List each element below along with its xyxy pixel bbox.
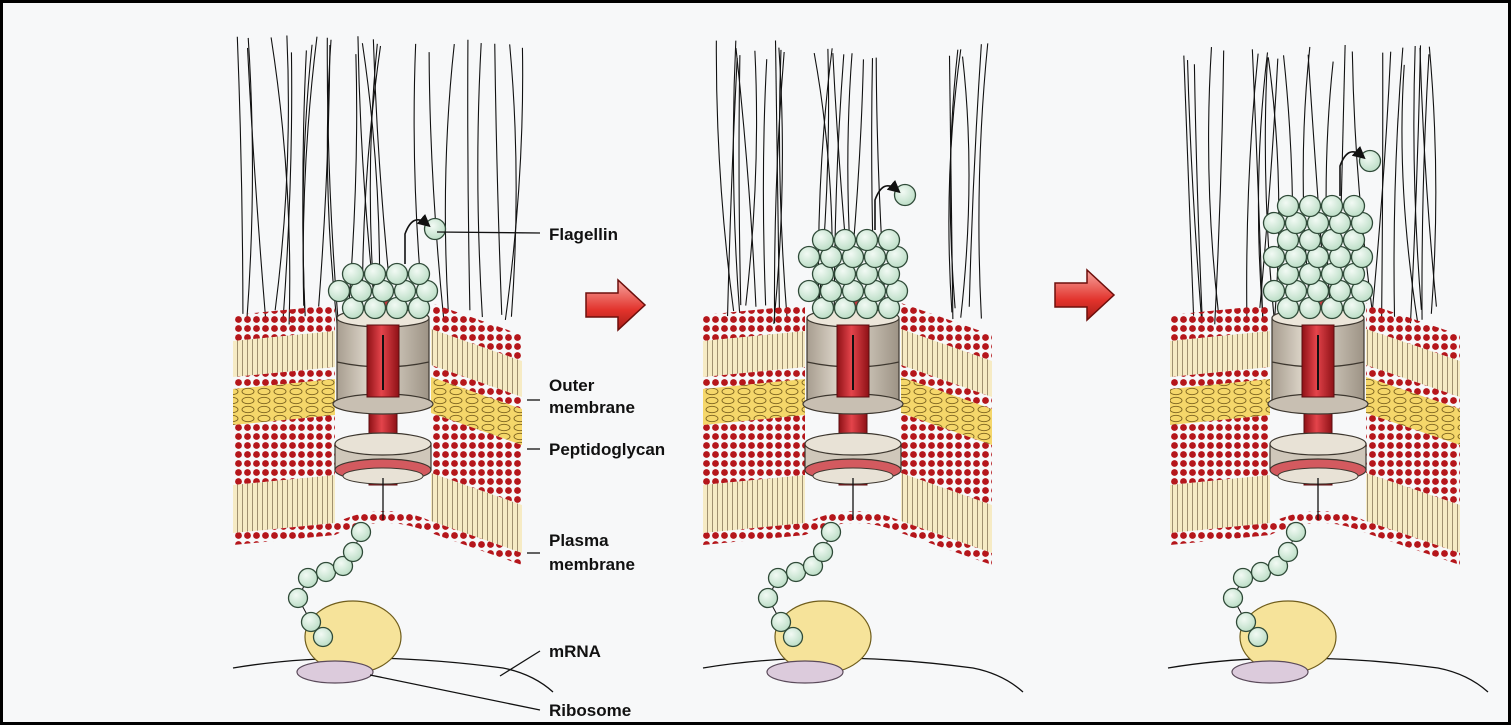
periplasm [233, 415, 335, 485]
flagellin-subunit [822, 523, 841, 542]
flagellin-subunit [425, 219, 446, 240]
mrna-label: mRNA [549, 642, 601, 661]
flagellin-subunit [857, 230, 878, 251]
ribosome [703, 601, 1023, 692]
periplasm [1170, 415, 1270, 485]
stage-arrow-icon [1055, 270, 1114, 320]
stage-arrow-icon [586, 280, 645, 330]
flagellin-label: Flagellin [549, 225, 618, 244]
flagellin-subunit [343, 264, 364, 285]
flagellin-subunit [299, 569, 318, 588]
flagellin-subunit [799, 281, 820, 302]
flagellin-subunit [1300, 196, 1321, 217]
flagellin-subunit [1264, 247, 1285, 268]
flagellin-subunit [365, 264, 386, 285]
basal-body-outer-rings [803, 309, 903, 414]
outer-membrane-label-line2: membrane [549, 398, 635, 417]
plasma-membrane-core [233, 475, 335, 533]
outer-membrane-label: Outer [549, 376, 595, 395]
mrna-strand [1168, 658, 1488, 692]
flagellin-subunit [1264, 281, 1285, 302]
flagellin-subunit [387, 264, 408, 285]
flagellin-subunit [302, 613, 321, 632]
basal-body-ms-ring [805, 433, 901, 520]
plasma-membrane-core [1170, 475, 1270, 533]
flagellar-filament [329, 219, 446, 319]
plasma-membrane-core [703, 475, 805, 533]
flagellin-subunit [835, 230, 856, 251]
flagellin-subunit [317, 563, 336, 582]
flagellin-subunit [772, 613, 791, 632]
basal-body-outer-rings [333, 309, 433, 414]
flagellin-subunit [1279, 543, 1298, 562]
basal-body-ms-ring [335, 433, 431, 520]
export-arrow-icon [405, 220, 427, 264]
ribosome [233, 601, 553, 692]
plasma-membrane-label-line2: membrane [549, 555, 635, 574]
ribosome-small-subunit [767, 661, 843, 683]
flagellin-subunit [1287, 523, 1306, 542]
flagellin-subunit [814, 543, 833, 562]
flagellin-subunit [1278, 196, 1299, 217]
mrna-strand [233, 658, 553, 692]
peptidoglycan-label: Peptidoglycan [549, 440, 665, 459]
flagellar-filament [1264, 151, 1381, 319]
ribosome-small-subunit [1232, 661, 1308, 683]
ribosome [1168, 601, 1488, 692]
flagellin-subunit [813, 230, 834, 251]
flagellin-subunit [1237, 613, 1256, 632]
flagellin-subunit [895, 185, 916, 206]
assembly-stage-3 [1168, 45, 1488, 692]
flagellin-subunit [759, 589, 778, 608]
periplasm [703, 415, 805, 485]
flagellin-subunit [787, 563, 806, 582]
basal-body-outer-rings [1268, 309, 1368, 414]
flagellin-subunit [1224, 589, 1243, 608]
export-arrow-icon [875, 186, 897, 230]
flagellin-subunit [1252, 563, 1271, 582]
assembly-stage-1 [233, 35, 553, 692]
basal-body-ms-ring [1270, 433, 1366, 520]
flagellin-subunit [1234, 569, 1253, 588]
ribosome-label: Ribosome [549, 701, 631, 720]
flagellin-subunit [409, 264, 430, 285]
flagellin-subunit [329, 281, 350, 302]
flagellin-subunit [1344, 196, 1365, 217]
flagellin-subunit [769, 569, 788, 588]
mrna-strand [703, 658, 1023, 692]
flagellin-subunit [352, 523, 371, 542]
flagellin-subunit [1322, 196, 1343, 217]
plasma-membrane-label: Plasma [549, 531, 609, 550]
flagellin-subunit [289, 589, 308, 608]
flagellin-subunit [1360, 151, 1381, 172]
flagellin-subunit [879, 230, 900, 251]
flagellin-subunit [799, 247, 820, 268]
assembly-stage-2 [703, 41, 1023, 692]
ribosome-small-subunit [297, 661, 373, 683]
flagellin-subunit [344, 543, 363, 562]
flagellin-subunit [1264, 213, 1285, 234]
